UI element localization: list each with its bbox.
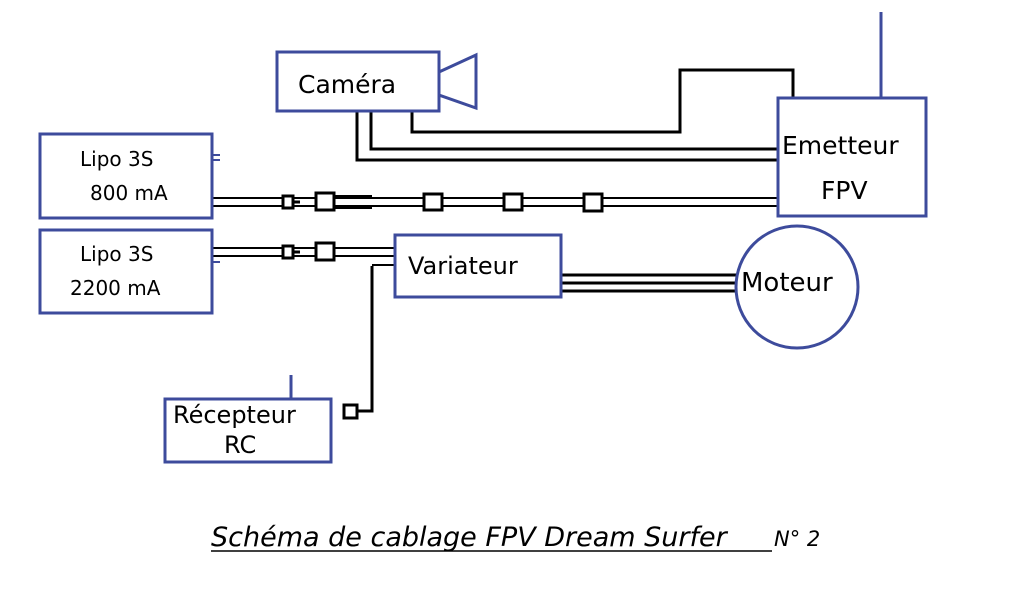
plug-2 bbox=[422, 192, 444, 212]
plug-1 bbox=[314, 191, 336, 212]
plug-recepteur bbox=[342, 403, 359, 420]
plug-4 bbox=[582, 192, 604, 213]
lipo-2200-label-line2: 2200 mA bbox=[70, 276, 161, 300]
lipo-800-label-line2: 800 mA bbox=[90, 181, 168, 205]
moteur-label: Moteur bbox=[741, 268, 833, 298]
variateur-label: Variateur bbox=[408, 252, 518, 280]
emetteur-label-line1: Emetteur bbox=[782, 131, 899, 160]
moteur-block: Moteur bbox=[734, 224, 860, 350]
recepteur-block: Récepteur RC bbox=[163, 375, 333, 464]
camera-label: Caméra bbox=[298, 70, 396, 99]
lipo-800-block: Lipo 3S 800 mA bbox=[38, 132, 220, 220]
camera-block: Caméra bbox=[275, 50, 478, 113]
caption-number: N° 2 bbox=[774, 527, 820, 551]
lipo-2200-label-line1: Lipo 3S bbox=[80, 242, 153, 266]
camera-lens-icon bbox=[437, 52, 478, 111]
variateur-to-recepteur-wire bbox=[342, 264, 395, 420]
lipo-800-label-line1: Lipo 3S bbox=[80, 147, 153, 171]
lipo2200-to-variateur-wires bbox=[212, 241, 395, 262]
variateur-block: Variateur bbox=[393, 233, 563, 299]
emetteur-block: Emetteur FPV bbox=[776, 96, 928, 218]
emetteur-label-line2: FPV bbox=[821, 176, 868, 205]
lipo-2200-block: Lipo 3S 2200 mA bbox=[38, 228, 220, 315]
lipo800-to-emetteur-wires bbox=[212, 197, 778, 207]
plug-3 bbox=[502, 192, 524, 212]
camera-to-emetteur-wires bbox=[355, 68, 795, 162]
recepteur-label-line1: Récepteur bbox=[173, 401, 296, 429]
variateur-to-moteur-wires bbox=[562, 273, 738, 293]
diagram-caption: Schéma de cablage FPV Dream Surfer N° 2 bbox=[211, 522, 820, 553]
plug-small-1 bbox=[281, 194, 295, 210]
recepteur-label-line2: RC bbox=[224, 431, 256, 459]
plug-5 bbox=[314, 241, 336, 262]
lipo800-line-connectors bbox=[281, 191, 604, 213]
plug-small-2 bbox=[281, 244, 295, 260]
caption-main: Schéma de cablage FPV Dream Surfer bbox=[211, 522, 729, 553]
